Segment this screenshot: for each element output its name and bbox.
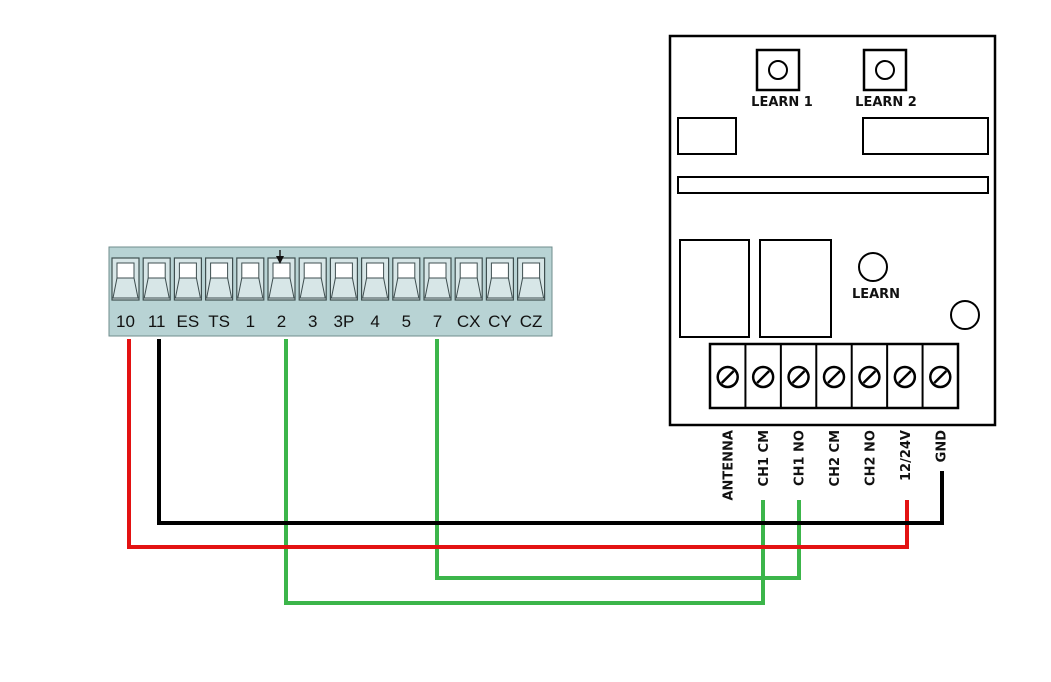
learn-1-button[interactable] [755, 48, 801, 92]
terminal-slot [361, 257, 390, 301]
terminal-label: CZ [520, 312, 543, 331]
terminal-label: CY [488, 312, 512, 331]
terminal-label: 10 [116, 312, 135, 331]
wire-black-11-to-gnd [157, 339, 944, 525]
screw-icon [751, 365, 775, 389]
arrow-down-icon [276, 250, 284, 264]
terminal-slot [329, 257, 358, 301]
terminal-slot [142, 257, 171, 301]
wire-green-2-to-ch1-cm [284, 339, 765, 605]
terminal-slot [173, 257, 202, 301]
receiver-terminal-labels: ANTENNA CH1 CM CH1 NO CH2 CM CH2 NO 12/24V GND [722, 430, 950, 501]
receiver-terminal-label: ANTENNA [722, 430, 737, 501]
receiver-terminal-label: GND [934, 430, 949, 463]
terminal-label: 3P [334, 312, 355, 331]
terminal-slot [454, 257, 483, 301]
learn-2-label: LEARN 2 [855, 95, 917, 110]
terminal-strip-slots [111, 257, 546, 301]
terminal-slot [423, 257, 452, 301]
terminal-slot [111, 257, 140, 301]
terminal-slot [236, 257, 265, 301]
receiver-terminal-label: CH1 NO [793, 430, 808, 486]
board-component-long-strip [677, 176, 989, 194]
learn-2-button[interactable] [862, 48, 908, 92]
screw-icon [787, 365, 810, 389]
terminal-slot [298, 257, 327, 301]
screw-icon [893, 365, 917, 389]
terminal-slot [205, 257, 234, 301]
terminal-label: CX [457, 312, 481, 331]
wires [127, 339, 944, 605]
terminal-slot [392, 257, 421, 301]
receiver-terminal-label: CH1 CM [757, 430, 772, 486]
terminal-label: 2 [277, 312, 286, 331]
terminal-label: ES [177, 312, 200, 331]
learn-label: LEARN [852, 287, 900, 302]
terminal-label: 3 [308, 312, 317, 331]
terminal-label: 5 [402, 312, 411, 331]
terminal-label: 1 [246, 312, 255, 331]
screw-icon [822, 365, 846, 389]
terminal-strip-labels: 10 11 ES TS 1 2 3 3P 4 5 7 CX CY CZ [116, 312, 542, 331]
learn-button[interactable] [858, 252, 888, 282]
terminal-label: 7 [433, 312, 442, 331]
board-component-small-left [677, 117, 737, 155]
terminal-slot [485, 257, 514, 301]
wire-green-7-to-ch1-no [435, 339, 801, 580]
terminal-label: 4 [370, 312, 379, 331]
board-component-small-right [862, 117, 989, 155]
screw-terminals [716, 344, 952, 408]
terminal-slot [267, 257, 296, 301]
screw-icon [716, 365, 739, 389]
receiver-terminal-label: CH2 CM [828, 430, 843, 486]
relay-1 [679, 239, 750, 338]
receiver-terminal-label: 12/24V [899, 430, 914, 481]
learn-1-label: LEARN 1 [751, 95, 813, 110]
indicator-led [950, 300, 980, 330]
receiver-terminal-label: CH2 NO [863, 430, 878, 486]
terminal-label: 11 [148, 312, 166, 331]
terminal-strip: 10 11 ES TS 1 2 3 3P 4 5 7 CX CY CZ [108, 246, 553, 337]
terminal-label: TS [208, 312, 230, 331]
screw-icon [929, 365, 952, 389]
screw-icon [858, 365, 881, 389]
relay-2 [759, 239, 832, 338]
receiver-module: LEARN 1 LEARN 2 LEARN ANTENNA CH1 CM CH1 N… [668, 34, 997, 501]
terminal-slot [516, 257, 546, 301]
